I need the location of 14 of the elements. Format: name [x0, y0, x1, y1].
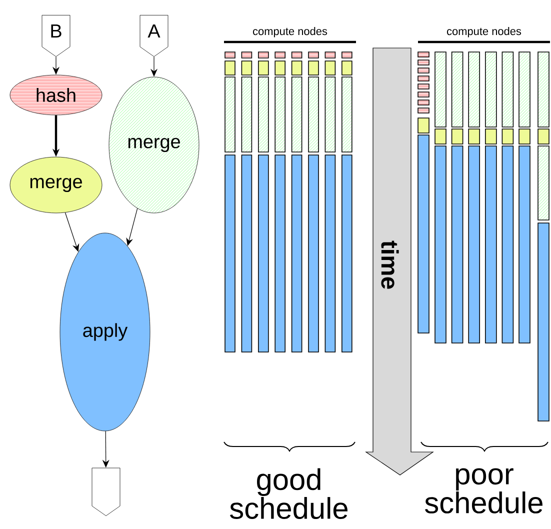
schedule-label: poor schedule [425, 468, 542, 514]
pentagon-node: A [140, 15, 168, 57]
ellipse-node: merge [10, 156, 102, 214]
arrow [64, 212, 80, 252]
pentagon-node [92, 468, 120, 516]
ellipse-node: apply [60, 232, 150, 432]
ellipse-node: hash [10, 74, 102, 116]
axis-label: time [381, 240, 399, 289]
ellipse-node: merge [108, 76, 200, 214]
pentagon-node: B [42, 15, 70, 57]
arrow [126, 208, 138, 246]
schedule-label: good schedule [230, 468, 348, 519]
header-label: compute nodes [253, 27, 328, 38]
header-label: compute nodes [447, 27, 522, 38]
